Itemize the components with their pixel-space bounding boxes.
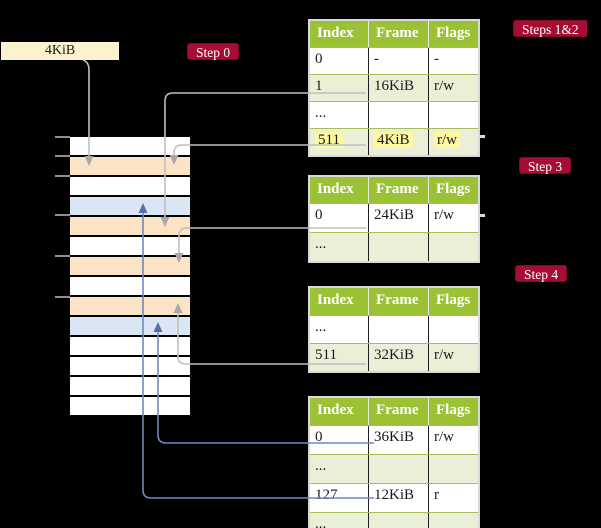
column-header: Flags	[428, 398, 476, 425]
table-cell: -	[368, 48, 428, 74]
memory-tick	[55, 175, 70, 177]
column-header: Index	[317, 402, 354, 418]
memory-tick	[55, 214, 70, 216]
highlighted-value: 4KiB	[374, 132, 413, 148]
column-header: Flags	[428, 288, 476, 315]
memory-frame-row-white	[70, 377, 190, 395]
column-header: Frame	[368, 398, 428, 425]
table-cell: ...	[315, 516, 327, 528]
table-cell: r/w	[428, 129, 476, 155]
memory-frame-row-peach	[70, 257, 190, 275]
memory-frame-row-white	[70, 337, 190, 355]
table-cell	[368, 316, 428, 343]
table-cell: ...	[315, 105, 327, 121]
table-cell: r/w	[428, 344, 476, 371]
memory-frame-row-peach	[70, 217, 190, 235]
page-table-entry-row: ...	[310, 454, 478, 483]
memory-frame-row-white	[70, 277, 190, 295]
column-header: Flags	[428, 21, 476, 47]
table-cell	[428, 233, 476, 261]
badge-step-4: Step 4	[515, 265, 568, 282]
table-cell: -	[428, 48, 476, 74]
memory-frame-row-white	[70, 397, 190, 415]
table-cell: 32KiB	[368, 344, 428, 371]
table-cell: 16KiB	[368, 75, 428, 101]
page-table-entry-row: ...	[310, 232, 478, 261]
memory-frame-row-blue	[70, 197, 190, 215]
highlighted-value: 511	[315, 132, 343, 148]
table-cell: r/w	[428, 426, 476, 454]
table-cell: 12KiB	[368, 484, 428, 512]
memory-tick	[55, 296, 70, 298]
badge-steps-1-2: Steps 1&2	[513, 20, 587, 37]
badge-step-3: Step 3	[519, 157, 572, 174]
table-cell: 0	[315, 207, 323, 223]
table-cell	[428, 102, 476, 128]
table-cell	[368, 513, 428, 528]
table-cell: ...	[315, 236, 327, 252]
connector-stub	[479, 214, 485, 217]
table-cell: 511	[315, 347, 337, 363]
table-cell: r	[428, 484, 476, 512]
table-cell	[428, 513, 476, 528]
memory-frame-row-white	[70, 237, 190, 255]
column-header: Frame	[368, 21, 428, 47]
memory-tick	[55, 255, 70, 257]
memory-frame-row-peach	[70, 297, 190, 315]
table-cell: 127	[315, 487, 338, 503]
table-cell: 0	[315, 51, 323, 67]
table-cell	[368, 233, 428, 261]
table-cell: 1	[315, 78, 323, 94]
table-cell	[368, 455, 428, 483]
table-cell: ...	[315, 319, 327, 335]
table-cell: r/w	[428, 204, 476, 232]
page-table-entry-row: 511 4KiB r/w	[310, 128, 478, 155]
page-table-entry-row: ...	[310, 315, 478, 343]
table-cell: 4KiB	[368, 129, 428, 155]
column-header: Index	[317, 292, 354, 308]
frame-size-label-box: 4KiB	[1, 42, 119, 60]
table-cell: ...	[315, 458, 327, 474]
table-cell: 36KiB	[368, 426, 428, 454]
table-cell	[368, 102, 428, 128]
memory-tick	[55, 155, 70, 157]
memory-frame-row-white	[70, 137, 190, 155]
physical-memory-column	[70, 137, 190, 415]
highlighted-value: r/w	[434, 132, 460, 148]
memory-frame-row-white	[70, 177, 190, 195]
memory-frame-row-peach	[70, 157, 190, 175]
column-header: Flags	[428, 177, 476, 203]
column-header: Index	[317, 181, 354, 197]
page-table-entry-row: ...	[310, 101, 478, 128]
connector-stub	[479, 135, 485, 138]
table-cell: 24KiB	[368, 204, 428, 232]
table-cell: 0	[315, 429, 323, 445]
memory-frame-row-blue	[70, 317, 190, 335]
column-header: Index	[317, 25, 354, 41]
table-cell: 511	[310, 129, 368, 155]
page-table-entry-row: ...	[310, 512, 478, 528]
table-cell	[428, 316, 476, 343]
column-header: Frame	[368, 288, 428, 315]
table-cell	[428, 455, 476, 483]
page-table-entry-row: 0 --	[310, 47, 478, 74]
badge-step-0: Step 0	[187, 43, 240, 60]
column-header: Frame	[368, 177, 428, 203]
table-cell: r/w	[428, 75, 476, 101]
memory-frame-row-white	[70, 357, 190, 375]
memory-tick	[55, 136, 70, 138]
